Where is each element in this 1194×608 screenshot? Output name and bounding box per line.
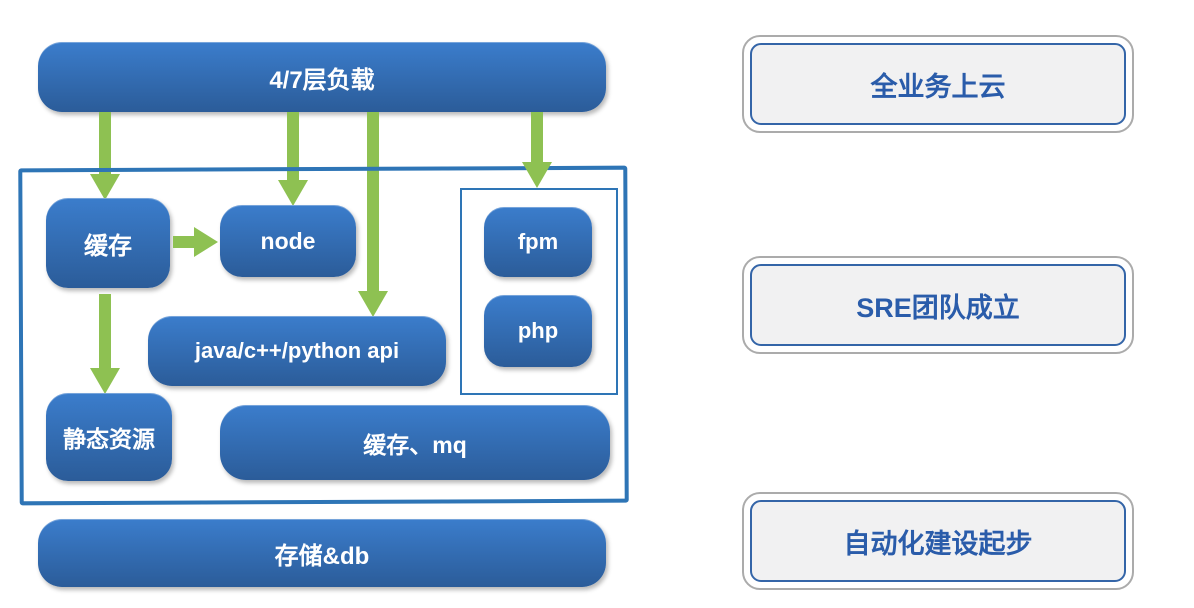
arrow-cache-to-static [90,294,120,394]
node-php-label: php [517,318,559,343]
arrow-head [90,174,120,200]
arrow-head [278,180,308,206]
milestone-inner: 自动化建设起步 [750,500,1126,582]
arrow-down-to-cache [90,112,120,200]
milestone-sre-team: SRE团队成立 [742,256,1134,354]
arrow-down-to-node [278,112,308,206]
milestone-label: SRE团队成立 [856,292,1020,323]
node-fpm: fpm [484,207,592,277]
node-load-balancer-label: 4/7层负载 [269,66,375,94]
arrow-cache-to-node [173,227,218,257]
milestone-cloud-migration: 全业务上云 [742,35,1134,133]
node-storage-db-label: 存储&db [274,542,370,570]
node-php: php [484,295,592,367]
node-fpm-label: fpm [517,229,559,254]
milestone-automation: 自动化建设起步 [742,492,1134,590]
milestone-label: 全业务上云 [870,71,1006,102]
arrow-down-to-fpm [522,112,552,188]
arrow-head [358,291,388,317]
arrow-shaft [173,236,194,248]
arrow-shaft [287,112,299,180]
node-load-balancer: 4/7层负载 [38,42,606,112]
milestone-inner: SRE团队成立 [750,264,1126,346]
milestone-label: 自动化建设起步 [843,528,1033,559]
milestone-inner: 全业务上云 [750,43,1126,125]
node-cache-label: 缓存 [84,232,132,260]
arrow-down-to-api [358,112,388,317]
node-cache: 缓存 [46,198,170,288]
node-static-resources: 静态资源 [46,393,172,481]
arrow-shaft [99,112,111,174]
node-storage-db: 存储&db [38,519,606,587]
arrow-shaft [99,294,111,368]
arrow-shaft [531,112,543,162]
node-api-label: java/c++/python api [194,338,400,363]
node-cache-mq: 缓存、mq [220,405,610,480]
arrow-head [90,368,120,394]
arrow-head [522,162,552,188]
node-api: java/c++/python api [148,316,446,386]
arrow-shaft [367,112,379,291]
node-node: node [220,205,356,277]
node-cache-mq-label: 缓存、mq [363,431,467,458]
node-node-label: node [260,227,316,254]
node-static-resources-label: 静态资源 [63,426,155,452]
arrow-head [194,227,218,257]
